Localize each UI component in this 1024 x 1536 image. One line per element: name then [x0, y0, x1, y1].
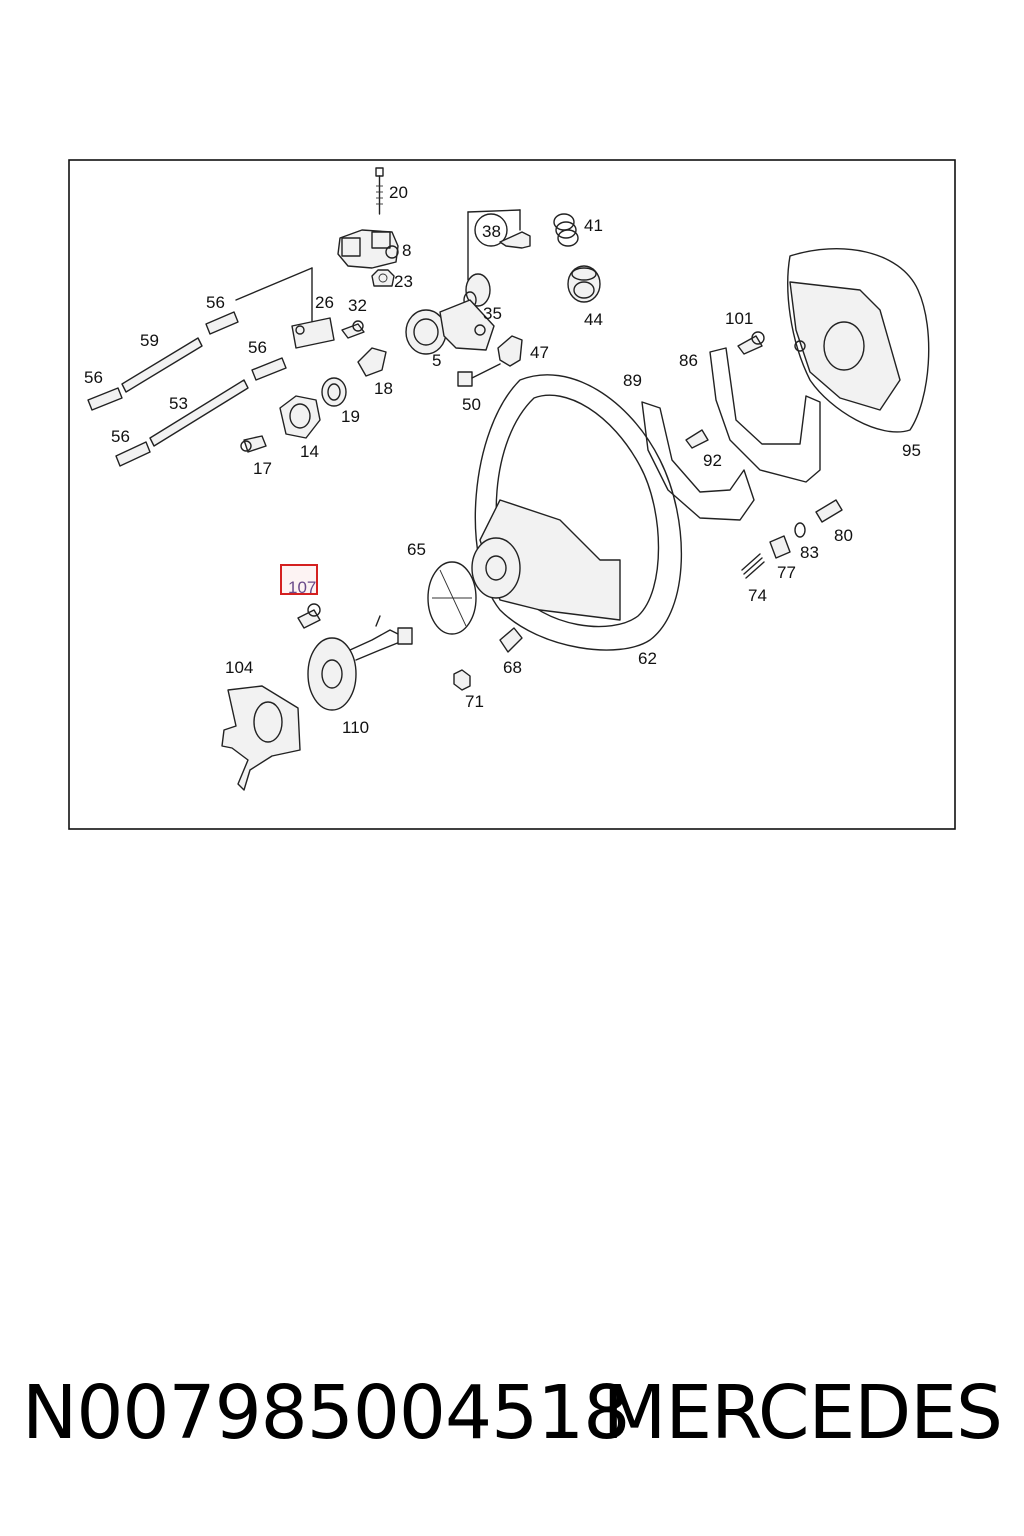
label-92: 92: [703, 451, 722, 470]
part-14-housing: [279, 395, 321, 439]
label-59: 59: [140, 331, 159, 350]
label-53: 53: [169, 394, 188, 413]
part-86-bracket: [709, 347, 821, 483]
label-77: 77: [777, 563, 796, 582]
label-56: 56: [111, 427, 130, 446]
label-68: 68: [503, 658, 522, 677]
part-53-rod: [149, 379, 249, 447]
label-32: 32: [348, 296, 367, 315]
part-56-rod-b: [87, 387, 123, 411]
part-77-bushing: [769, 535, 791, 559]
label-89: 89: [623, 371, 642, 390]
part-56-rod-c: [251, 357, 287, 381]
part-107-screw: [297, 603, 321, 629]
labels: 20 8 23 38 41 35 44 56 59 26 32 56 5 47 …: [84, 183, 921, 737]
label-38: 38: [482, 222, 501, 241]
part-18-cap: [357, 347, 387, 377]
part-95-airbag: [787, 248, 930, 433]
label-56: 56: [206, 293, 225, 312]
label-41: 41: [584, 216, 603, 235]
part-19-ring: [321, 377, 347, 407]
label-83: 83: [800, 543, 819, 562]
part-71-nut: [453, 669, 471, 691]
label-20: 20: [389, 183, 408, 202]
label-71: 71: [465, 692, 484, 711]
part-56-rod-d: [115, 441, 151, 467]
diagram-frame: [68, 159, 956, 830]
label-104: 104: [225, 658, 253, 677]
part-23-nut: [371, 269, 395, 287]
label-35: 35: [483, 304, 502, 323]
label-74: 74: [748, 586, 767, 605]
footer: N007985004518 MERCEDES: [0, 1370, 1024, 1480]
label-101: 101: [725, 309, 753, 328]
part-41-spring: [553, 213, 579, 247]
part-65-disc: [427, 561, 477, 635]
label-17: 17: [253, 459, 272, 478]
label-65: 65: [407, 540, 426, 559]
label-107-highlighted: 107: [288, 578, 316, 597]
label-44: 44: [584, 310, 603, 329]
label-8: 8: [402, 241, 411, 260]
highlight-box-107: [280, 564, 318, 595]
label-26: 26: [315, 293, 334, 312]
part-101-screw: [737, 331, 765, 355]
part-17-screw: [240, 435, 267, 453]
part-50-bolt: [457, 363, 501, 387]
part-110-clockspring: [307, 615, 413, 711]
rods: [87, 311, 287, 467]
label-86: 86: [679, 351, 698, 370]
part-68-screw: [499, 627, 523, 653]
part-47-clip: [497, 335, 523, 367]
part-26-shaft: [235, 267, 335, 349]
part-32-screw: [341, 320, 365, 339]
label-56: 56: [84, 368, 103, 387]
label-5: 5: [432, 351, 441, 370]
label-14: 14: [300, 442, 319, 461]
label-50: 50: [462, 395, 481, 414]
label-19: 19: [341, 407, 360, 426]
label-56: 56: [248, 338, 267, 357]
label-62: 62: [638, 649, 657, 668]
part-104-bracket: [221, 685, 301, 791]
part-80-bolt: [815, 499, 843, 523]
part-83-washer: [794, 522, 806, 538]
part-number: N007985004518: [22, 1370, 630, 1456]
label-18: 18: [374, 379, 393, 398]
part-44-collar: [567, 265, 601, 303]
label-95: 95: [902, 441, 921, 460]
part-74-spring: [741, 553, 765, 579]
part-89-bracket: [641, 401, 755, 521]
brand-name: MERCEDES: [602, 1370, 1003, 1456]
parts-diagram: 20 8 23 38 41 35 44 56 59 26 32 56 5 47 …: [68, 159, 956, 830]
part-56-rod-a: [205, 311, 239, 335]
label-110: 110: [342, 718, 369, 737]
part-92-screw: [685, 429, 709, 449]
label-80: 80: [834, 526, 853, 545]
label-47: 47: [530, 343, 549, 362]
part-38-key: [467, 209, 531, 281]
part-8-bracket: [337, 229, 399, 269]
part-5-housing: [405, 299, 495, 355]
part-59-rod: [121, 337, 203, 393]
label-23: 23: [394, 272, 413, 291]
part-62-steering-wheel: [471, 374, 683, 651]
part-20-bolt: [375, 167, 384, 215]
